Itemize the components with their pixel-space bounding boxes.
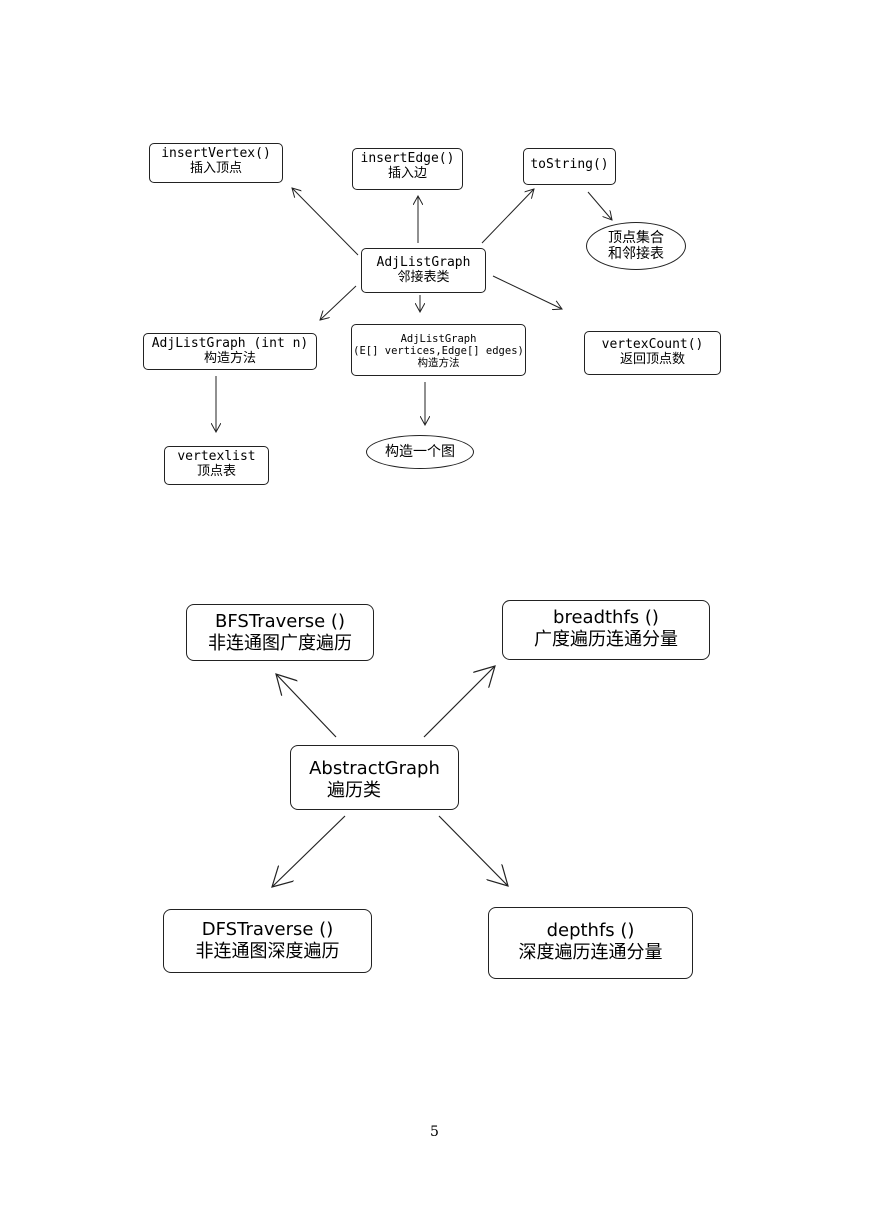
ctor-arrays-desc: 构造方法: [417, 357, 460, 369]
arrow-to-tostring: [481, 189, 534, 244]
vertexlist-field: vertexlist: [177, 449, 256, 464]
bfs-traverse-method: BFSTraverse (): [215, 611, 345, 632]
ctor-int-node: AdjListGraph (int n) 构造方法: [143, 333, 317, 370]
ctor-int-desc: 构造方法: [203, 351, 256, 366]
ctor-arrays-node: AdjListGraph (E[] vertices,Edge[] edges)…: [351, 324, 526, 376]
bfs-traverse-desc: 非连通图广度遍历: [208, 633, 352, 654]
adjlistgraph-class: AdjListGraph: [376, 255, 471, 270]
insert-vertex-desc: 插入顶点: [189, 161, 242, 176]
insert-edge-method: insertEdge(): [360, 151, 455, 166]
depthfs-node: depthfs () 深度遍历连通分量: [488, 907, 693, 979]
breadthfs-method: breadthfs (): [553, 607, 659, 628]
arrow-to-tostring-note: [587, 191, 612, 220]
tostring-note-ellipse: 顶点集合 和邻接表: [586, 222, 686, 270]
build-graph-ellipse: 构造一个图: [366, 435, 474, 469]
ctor-int-signature: AdjListGraph (int n): [151, 336, 309, 351]
abstract-graph-node: AbstractGraph 遍历类: [290, 745, 459, 810]
abstract-graph-class: AbstractGraph: [309, 758, 440, 779]
arrow-to-bfs-traverse: [276, 674, 337, 738]
build-graph-label: 构造一个图: [385, 444, 455, 460]
adjlistgraph-node: AdjListGraph 邻接表类: [361, 248, 486, 293]
insert-vertex-method: insertVertex(): [161, 146, 271, 161]
breadthfs-desc: 广度遍历连通分量: [534, 629, 678, 650]
arrow-to-insert-vertex: [292, 188, 359, 256]
abstract-graph-desc: 遍历类: [327, 780, 381, 801]
insert-edge-node: insertEdge() 插入边: [352, 148, 463, 190]
dfs-traverse-method: DFSTraverse (): [201, 919, 334, 940]
vertexlist-node: vertexlist 顶点表: [164, 446, 269, 485]
tostring-node: toString(): [523, 148, 616, 185]
dfs-traverse-node: DFSTraverse () 非连通图深度遍历: [163, 909, 372, 973]
insert-edge-desc: 插入边: [387, 166, 427, 181]
vertex-count-desc: 返回顶点数: [619, 352, 685, 367]
breadthfs-node: breadthfs () 广度遍历连通分量: [502, 600, 710, 660]
depthfs-method: depthfs (): [546, 920, 635, 941]
tostring-note-line1: 顶点集合: [608, 230, 664, 246]
vertex-count-method: vertexCount(): [601, 337, 704, 352]
adjlistgraph-desc: 邻接表类: [397, 270, 450, 285]
page-number: 5: [430, 1124, 439, 1140]
arrow-to-ctor-int: [320, 285, 357, 320]
tostring-method: toString(): [530, 157, 609, 172]
arrow-to-depthfs: [438, 815, 508, 886]
depthfs-desc: 深度遍历连通分量: [518, 942, 663, 963]
vertexlist-desc: 顶点表: [196, 464, 236, 479]
arrow-to-dfs-traverse: [272, 815, 346, 887]
ctor-arrays-params: (E[] vertices,Edge[] edges): [353, 345, 524, 357]
ctor-arrays-class: AdjListGraph: [400, 333, 477, 345]
insert-vertex-node: insertVertex() 插入顶点: [149, 143, 283, 183]
arrow-to-vertex-count: [492, 275, 562, 309]
dfs-traverse-desc: 非连通图深度遍历: [195, 941, 340, 962]
arrow-to-breadthfs: [423, 666, 495, 738]
bfs-traverse-node: BFSTraverse () 非连通图广度遍历: [186, 604, 374, 661]
tostring-note-line2: 和邻接表: [608, 246, 664, 262]
vertex-count-node: vertexCount() 返回顶点数: [584, 331, 721, 375]
